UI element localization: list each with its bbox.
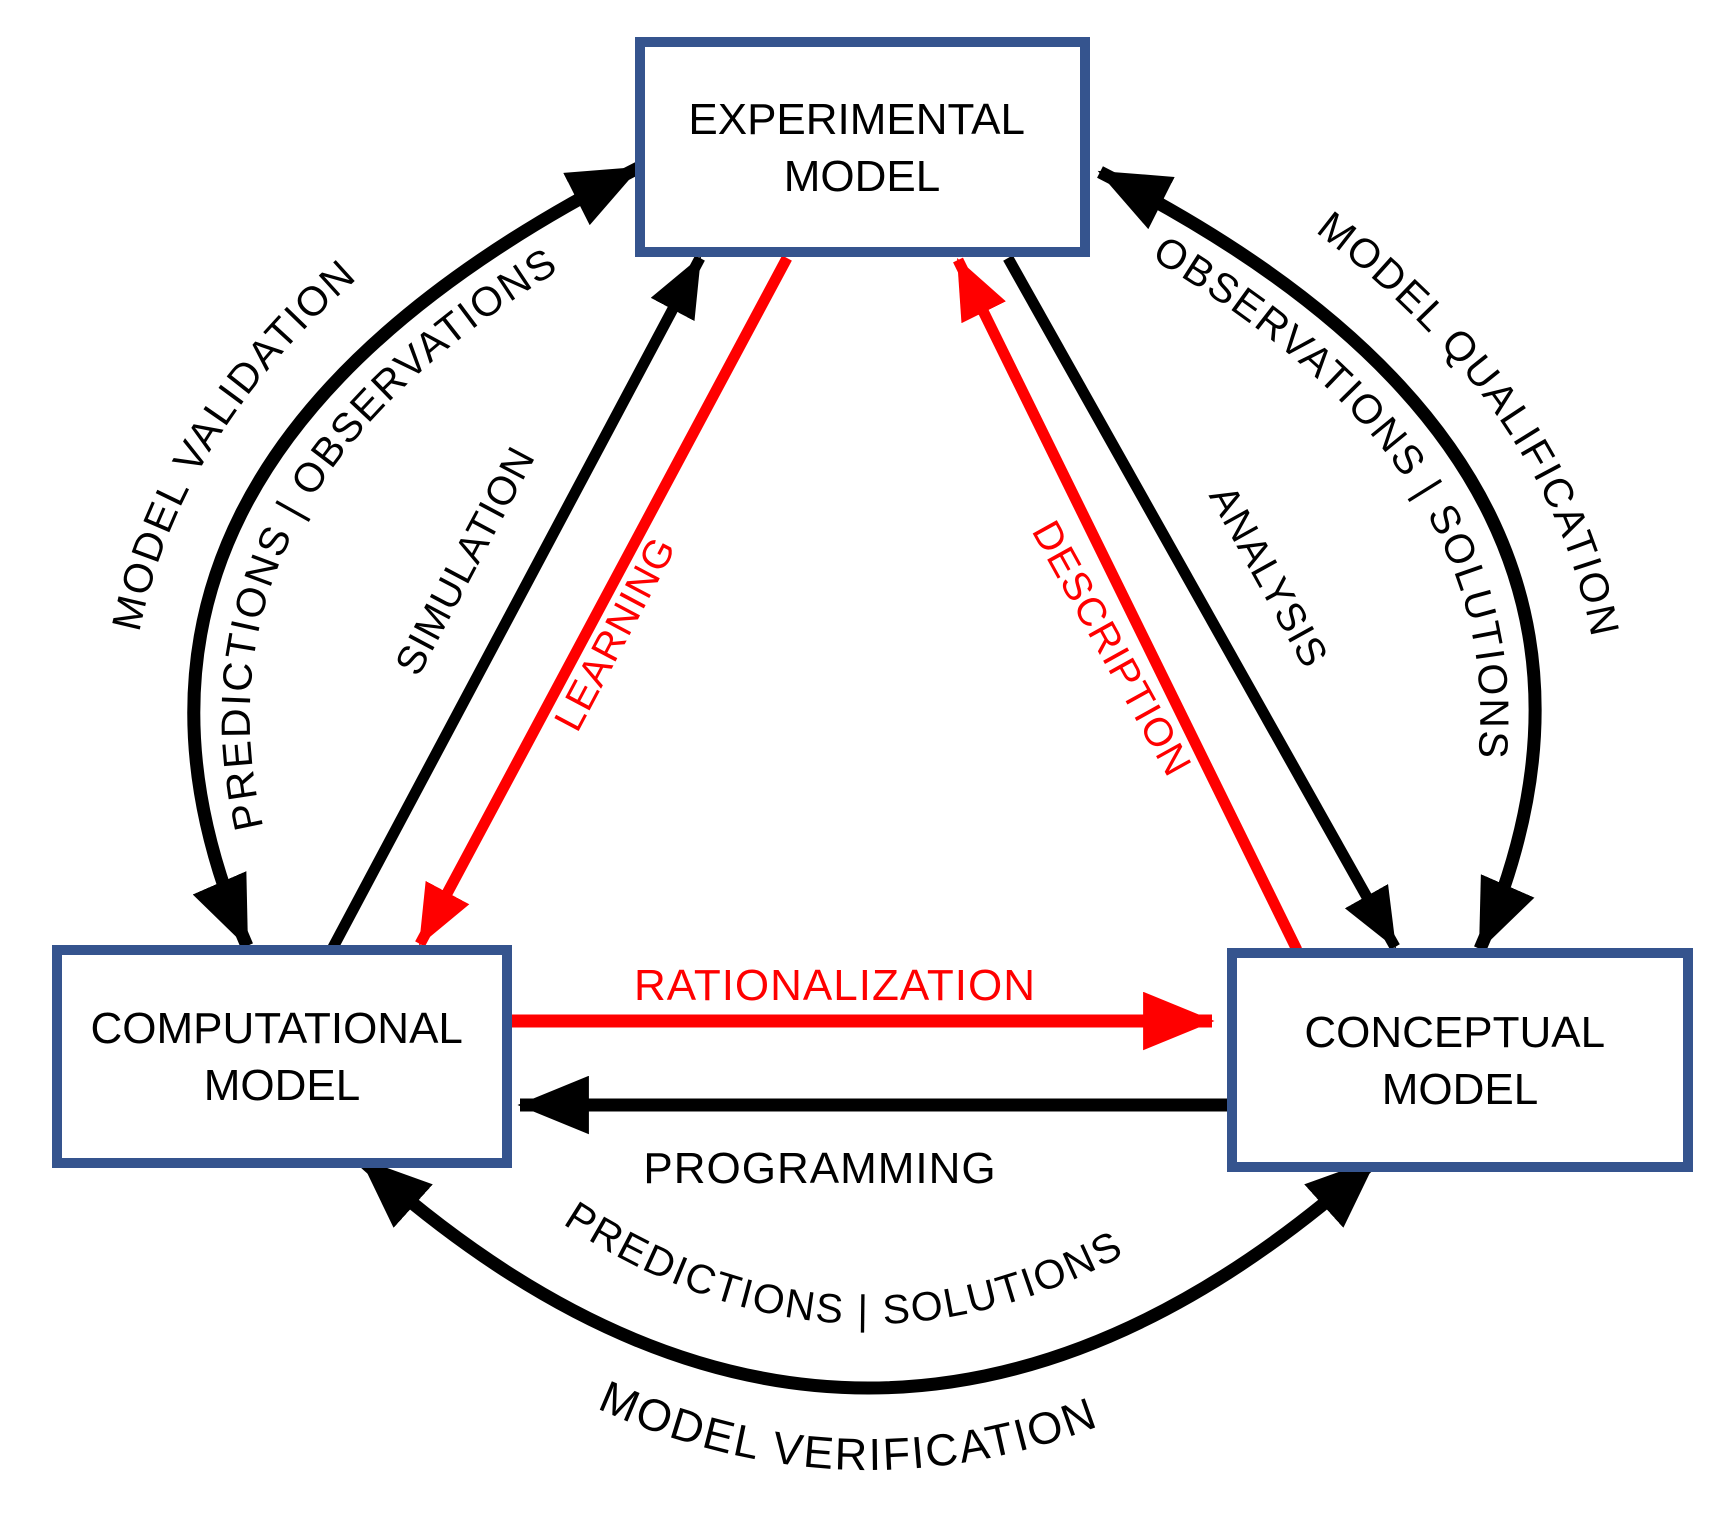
learning-label: LEARNING xyxy=(546,530,685,738)
computational-model-node: COMPUTATIONAL MODEL xyxy=(52,945,512,1168)
conceptual-model-box xyxy=(1227,948,1693,1172)
computational-model-box xyxy=(52,945,512,1168)
conceptual-model-label: CONCEPTUAL MODEL xyxy=(1304,1008,1615,1114)
programming-label: PROGRAMMING xyxy=(643,1144,996,1193)
rationalization-label: RATIONALIZATION xyxy=(634,961,1036,1010)
description-arrow xyxy=(953,257,1302,953)
experimental-model-label-line2: MODEL xyxy=(784,152,940,201)
computational-model-label-line2: MODEL xyxy=(204,1061,360,1110)
simulation-label: SIMULATION xyxy=(387,440,544,683)
predictions-solutions-label: PREDICTIONS | SOLUTIONS xyxy=(557,1192,1130,1333)
analysis-arrow xyxy=(1003,255,1400,950)
experimental-model-label: EXPERIMENTAL MODEL xyxy=(688,95,1035,201)
simulation-arrow xyxy=(325,255,705,956)
conceptual-model-label-line1: CONCEPTUAL xyxy=(1304,1008,1604,1057)
experimental-model-label-line1: EXPERIMENTAL xyxy=(688,95,1024,144)
observations-solutions-label: OBSERVATIONS | SOLUTIONS xyxy=(1146,227,1517,762)
predictions-solutions-textpath: PREDICTIONS | SOLUTIONS xyxy=(557,1192,1128,1333)
verification-arc-arrow xyxy=(357,1155,1380,1395)
qualification-arc-arrow xyxy=(1097,166,1542,952)
conceptual-model-node: CONCEPTUAL MODEL xyxy=(1227,948,1693,1172)
computational-model-label-line1: COMPUTATIONAL xyxy=(91,1004,463,1053)
experimental-model-box xyxy=(635,37,1090,257)
validation-arc-arrow xyxy=(187,162,641,949)
learning-arrow xyxy=(415,255,792,947)
computational-model-label: COMPUTATIONAL MODEL xyxy=(91,1004,474,1110)
experimental-model-node: EXPERIMENTAL MODEL xyxy=(635,37,1090,257)
observations-solutions-textpath: OBSERVATIONS | SOLUTIONS xyxy=(1146,227,1515,762)
conceptual-model-label-line2: MODEL xyxy=(1382,1065,1538,1114)
